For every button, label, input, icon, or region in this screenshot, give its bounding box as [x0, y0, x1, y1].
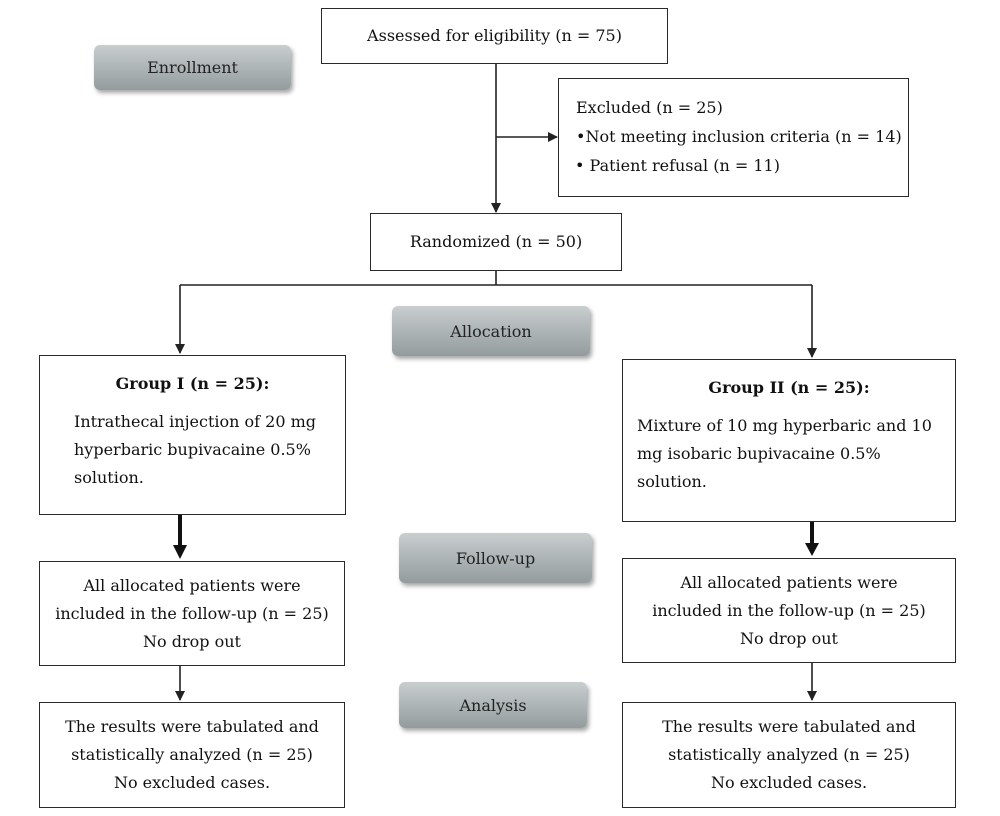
group2-analysis-line: The results were tabulated and: [662, 717, 916, 736]
group1-line: Intrathecal injection of 20 mg: [74, 412, 317, 431]
group1-analysis-line: No excluded cases.: [113, 773, 271, 792]
group2-line: mg isobaric bupivacaine 0.5%: [637, 444, 881, 463]
group1-title: Group I (n = 25):: [115, 374, 270, 393]
group1-followup-line: included in the follow-up (n = 25): [55, 603, 329, 623]
group2-followup-box: All allocated patients were included in …: [622, 558, 956, 663]
group2-line: solution.: [637, 472, 707, 491]
group2-title: Group II (n = 25):: [708, 378, 870, 397]
group1-followup-line: No drop out: [143, 631, 241, 651]
group2-box: Group II (n = 25): Mixture of 10 mg hype…: [622, 359, 956, 522]
group2-followup-line: All allocated patients were: [680, 572, 898, 592]
randomized-text: Randomized (n = 50): [409, 232, 583, 251]
randomized-box: Randomized (n = 50): [370, 213, 622, 271]
excluded-item: • Patient refusal (n = 11): [575, 156, 780, 175]
group1-followup-line: All allocated patients were: [83, 575, 301, 595]
stage-follow-up: Follow-up: [399, 533, 592, 583]
assessed-box: Assessed for eligibility (n = 75): [321, 8, 668, 64]
group2-analysis-line: No excluded cases.: [710, 773, 868, 792]
arrowhead-g2-followup: [805, 543, 819, 556]
group1-box: Group I (n = 25): Intrathecal injection …: [39, 355, 346, 515]
stage-analysis: Analysis: [399, 682, 587, 728]
group1-line: solution.: [74, 468, 144, 487]
excluded-box: Excluded (n = 25) •Not meeting inclusion…: [558, 78, 909, 197]
stage-enrollment: Enrollment: [94, 45, 291, 90]
excluded-item: •Not meeting inclusion criteria (n = 14): [576, 127, 902, 146]
group2-followup-line: No drop out: [740, 628, 838, 648]
group2-analysis-box: The results were tabulated and statistic…: [622, 702, 956, 808]
group1-analysis-line: The results were tabulated and: [65, 717, 319, 736]
group1-analysis-box: The results were tabulated and statistic…: [39, 702, 345, 808]
group2-line: Mixture of 10 mg hyperbaric and 10: [637, 416, 932, 435]
arrowhead-g1-followup: [173, 545, 187, 559]
group1-followup-box: All allocated patients were included in …: [39, 561, 345, 666]
stage-allocation: Allocation: [392, 306, 590, 356]
group2-analysis-line: statistically analyzed (n = 25): [668, 745, 910, 764]
group2-followup-line: included in the follow-up (n = 25): [652, 600, 926, 620]
excluded-title: Excluded (n = 25): [576, 98, 723, 117]
group1-analysis-line: statistically analyzed (n = 25): [71, 745, 313, 764]
assessed-text: Assessed for eligibility (n = 75): [367, 26, 622, 45]
group1-line: hyperbaric bupivacaine 0.5%: [74, 440, 311, 459]
